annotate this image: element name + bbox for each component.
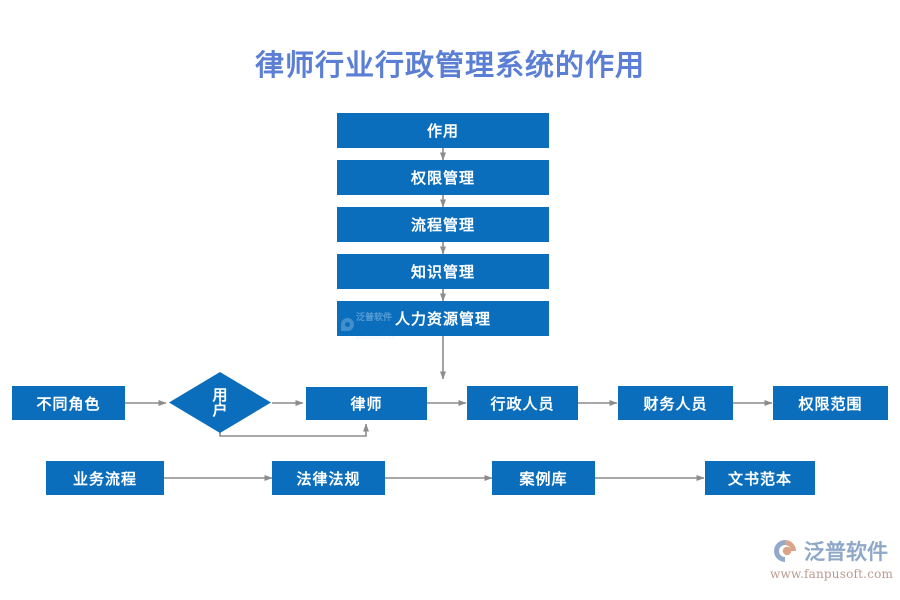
node-label: 律师 [350,395,383,413]
node-label: 行政人员 [490,394,555,413]
diamond-shape [169,372,271,433]
brand-logo-row: 泛普软件 [770,536,890,566]
node-xingzheng-renyuan[interactable]: 行政人员 [467,386,578,420]
node-quanxian-guanli[interactable]: 权限管理 [337,160,549,195]
fanpu-logo-icon [770,536,800,566]
node-zuoyong[interactable]: 作用 [337,113,549,148]
node-label: 知识管理 [410,263,475,281]
node-quanxian-fanwei[interactable]: 权限范围 [773,386,888,420]
brand-name: 泛普软件 [804,540,888,564]
node-label: 人力资源管理 [394,310,491,328]
node-label: 不同角色 [36,394,101,413]
node-label: 作用 [426,122,459,140]
node-caiwu-renyuan[interactable]: 财务人员 [618,386,733,420]
node-falv-fagui[interactable]: 法律法规 [272,461,385,495]
node-label-char-2: 户 [212,400,228,419]
node-lvshi[interactable]: 律师 [306,387,427,420]
node-label: 权限管理 [410,169,475,187]
node-label: 权限范围 [798,394,863,413]
node-butong-jiaose[interactable]: 不同角色 [12,386,125,420]
node-label-stack: 用 户 [169,372,271,433]
brand-logo: 泛普软件 www.fanpusoft.com [770,536,894,590]
node-liucheng-guanli[interactable]: 流程管理 [337,207,549,242]
brand-url: www.fanpusoft.com [770,567,894,581]
node-label: 文书范本 [727,469,792,488]
page-title: 律师行业行政管理系统的作用 [254,48,645,82]
node-yewu-liucheng[interactable]: 业务流程 [46,461,164,495]
node-label: 业务流程 [72,469,137,488]
node-renli-ziyuan-guanli[interactable]: 人力资源管理 [337,301,549,336]
node-label: 流程管理 [410,216,475,234]
node-wenshu-fanben[interactable]: 文书范本 [705,461,815,495]
node-label-char-1: 用 [212,385,228,404]
node-label: 案例库 [519,469,568,488]
node-label: 法律法规 [296,469,361,488]
node-zhishi-guanli[interactable]: 知识管理 [337,254,549,289]
node-yonghu-diamond[interactable]: 用 户 [169,372,271,433]
node-label: 财务人员 [643,394,708,413]
node-anli-ku[interactable]: 案例库 [492,461,595,495]
